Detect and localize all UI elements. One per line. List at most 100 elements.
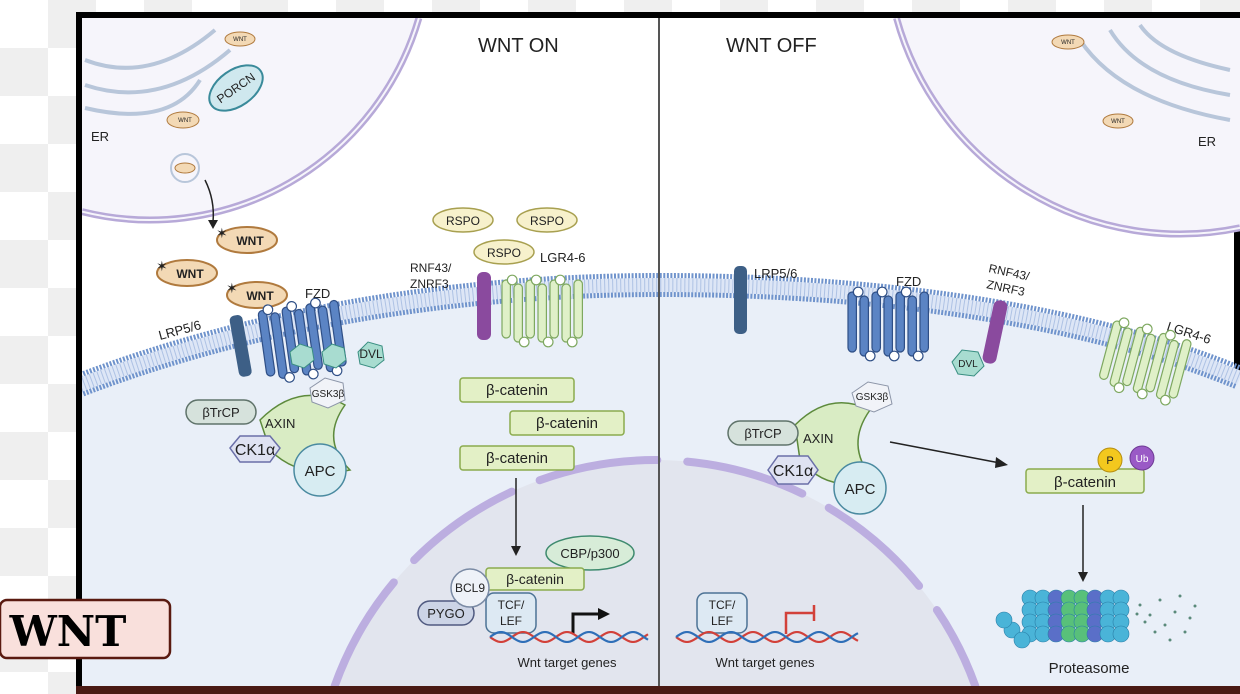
receptor-loop: [542, 336, 554, 348]
svg-text:CK1α: CK1α: [773, 463, 813, 480]
lrp-receptor: [734, 266, 747, 334]
rspo-ligand: RSPO: [473, 239, 535, 265]
bcatenin-phosphorylated: β-catenin P Ub: [1025, 445, 1155, 494]
peptide-fragment: [1173, 610, 1177, 614]
svg-text:β-catenin: β-catenin: [486, 450, 548, 467]
svg-text:CBP/p300: CBP/p300: [560, 546, 619, 561]
bcatenin-box: β-catenin: [509, 410, 625, 436]
fzd-label: FZD: [896, 274, 921, 289]
svg-text:WNT: WNT: [176, 267, 204, 281]
receptor-loop: [530, 274, 542, 286]
receptor-loop: [307, 368, 319, 380]
tcf-lef-repressed: TCF/ LEF: [696, 592, 748, 634]
receptor-loop: [852, 286, 864, 298]
rspo-ligand: RSPO: [432, 207, 494, 233]
transmembrane-helix: [907, 295, 917, 357]
transmembrane-helix: [871, 291, 881, 353]
svg-text:GSK3β: GSK3β: [312, 389, 345, 400]
dna-strand: [675, 630, 859, 644]
svg-text:LEF: LEF: [500, 614, 522, 628]
transcription-complex-on: CBP/p300 β-catenin PYGO TCF/ LEF BCL9: [417, 535, 635, 634]
receptor-loop: [262, 304, 274, 316]
svg-text:CK1α: CK1α: [235, 442, 275, 459]
peptide-fragment: [1148, 613, 1152, 617]
peptide-fragment: [1178, 594, 1182, 598]
transmembrane-helix: [270, 312, 288, 379]
transmembrane-helix: [1109, 327, 1133, 387]
svg-text:β-catenin: β-catenin: [536, 415, 598, 432]
transmembrane-helix: [883, 295, 893, 357]
lrp-receptor: [229, 315, 252, 377]
arrowhead-icon: [1078, 572, 1088, 582]
svg-text:AXIN: AXIN: [265, 416, 295, 431]
peptide-fragment: [1138, 603, 1142, 607]
rspo-ligand: RSPO: [516, 207, 578, 233]
lgr-label: LGR4-6: [540, 250, 586, 265]
wnt-ligand: WNT✶: [216, 225, 278, 254]
proteasome-subunit: [1013, 631, 1031, 649]
er-compartment-left: [82, 18, 419, 220]
receptor-loop: [554, 274, 566, 286]
peptide-fragment: [1188, 616, 1192, 620]
peptide-fragment: [1135, 612, 1139, 616]
receptor-loop: [1165, 329, 1176, 341]
receptor-loop: [1113, 382, 1125, 394]
nuclear-envelope: [330, 456, 980, 686]
lipid-star-icon: ✶: [226, 280, 238, 296]
dvl-protein: DVL: [951, 349, 985, 377]
svg-text:DVL: DVL: [958, 359, 978, 370]
target-genes-label: Wnt target genes: [716, 655, 815, 670]
fzd-receptor: [847, 286, 929, 362]
rnf43-receptor: [982, 300, 1008, 364]
svg-text:GSK3β: GSK3β: [856, 392, 889, 403]
receptor-loop: [876, 286, 888, 298]
fzd-label: FZD: [305, 286, 330, 301]
wnt-small-2: WNT: [166, 111, 200, 129]
transmembrane-helix: [573, 279, 583, 339]
lrp-label: LRP5/6: [754, 266, 797, 281]
peptide-fragment: [1163, 623, 1167, 627]
svg-text:AXIN: AXIN: [803, 431, 833, 446]
wnt-ligand: WNT ✶: [156, 258, 218, 287]
transmembrane-helix: [305, 303, 323, 370]
transmembrane-helix: [1155, 339, 1179, 400]
svg-text:PYGO: PYGO: [427, 606, 465, 621]
transmembrane-helix: [257, 309, 276, 377]
lipid-star-icon: ✶: [216, 225, 228, 241]
phosphate-icon: [1097, 447, 1123, 473]
transmembrane-helix: [895, 291, 905, 353]
svg-text:WNT: WNT: [246, 289, 274, 303]
wnt-vesicle: [170, 153, 200, 183]
lgr-receptor: [501, 274, 583, 348]
receptor-loop: [286, 301, 298, 312]
wnt-ligand: WNT ✶: [226, 280, 288, 309]
proteasome-subunit: [995, 611, 1013, 629]
svg-text:RSPO: RSPO: [530, 214, 564, 228]
dna-helix: [489, 630, 649, 644]
transmembrane-helix: [1099, 320, 1122, 380]
svg-text:WNT: WNT: [178, 118, 192, 124]
rnf43-label: RNF43/: [410, 261, 452, 275]
svg-text:β-catenin: β-catenin: [506, 571, 564, 587]
lgr-receptor: [1099, 317, 1192, 406]
receptor-loop: [864, 350, 876, 362]
svg-text:BCL9: BCL9: [455, 581, 485, 595]
er-label: ER: [1198, 134, 1216, 149]
lipid-star-icon: ✶: [156, 258, 168, 274]
dvl-complex: DVL: [289, 341, 385, 369]
proteasome-icon: [995, 589, 1197, 649]
er-cisternae: [84, 23, 1231, 122]
svg-text:β-catenin: β-catenin: [486, 382, 548, 399]
peptide-fragment: [1168, 638, 1172, 642]
wnt-on-title: WNT ON: [478, 35, 559, 57]
svg-text:TCF/: TCF/: [498, 598, 525, 612]
svg-text:DVL: DVL: [359, 347, 383, 361]
peptide-fragment: [1153, 630, 1157, 634]
svg-text:WNT: WNT: [1111, 119, 1125, 125]
arrowhead-icon: [995, 457, 1008, 468]
transmembrane-helix: [525, 279, 535, 339]
bottom-bar: [76, 686, 1240, 694]
transmembrane-helix: [1132, 333, 1156, 394]
transmembrane-helix: [1168, 339, 1192, 399]
